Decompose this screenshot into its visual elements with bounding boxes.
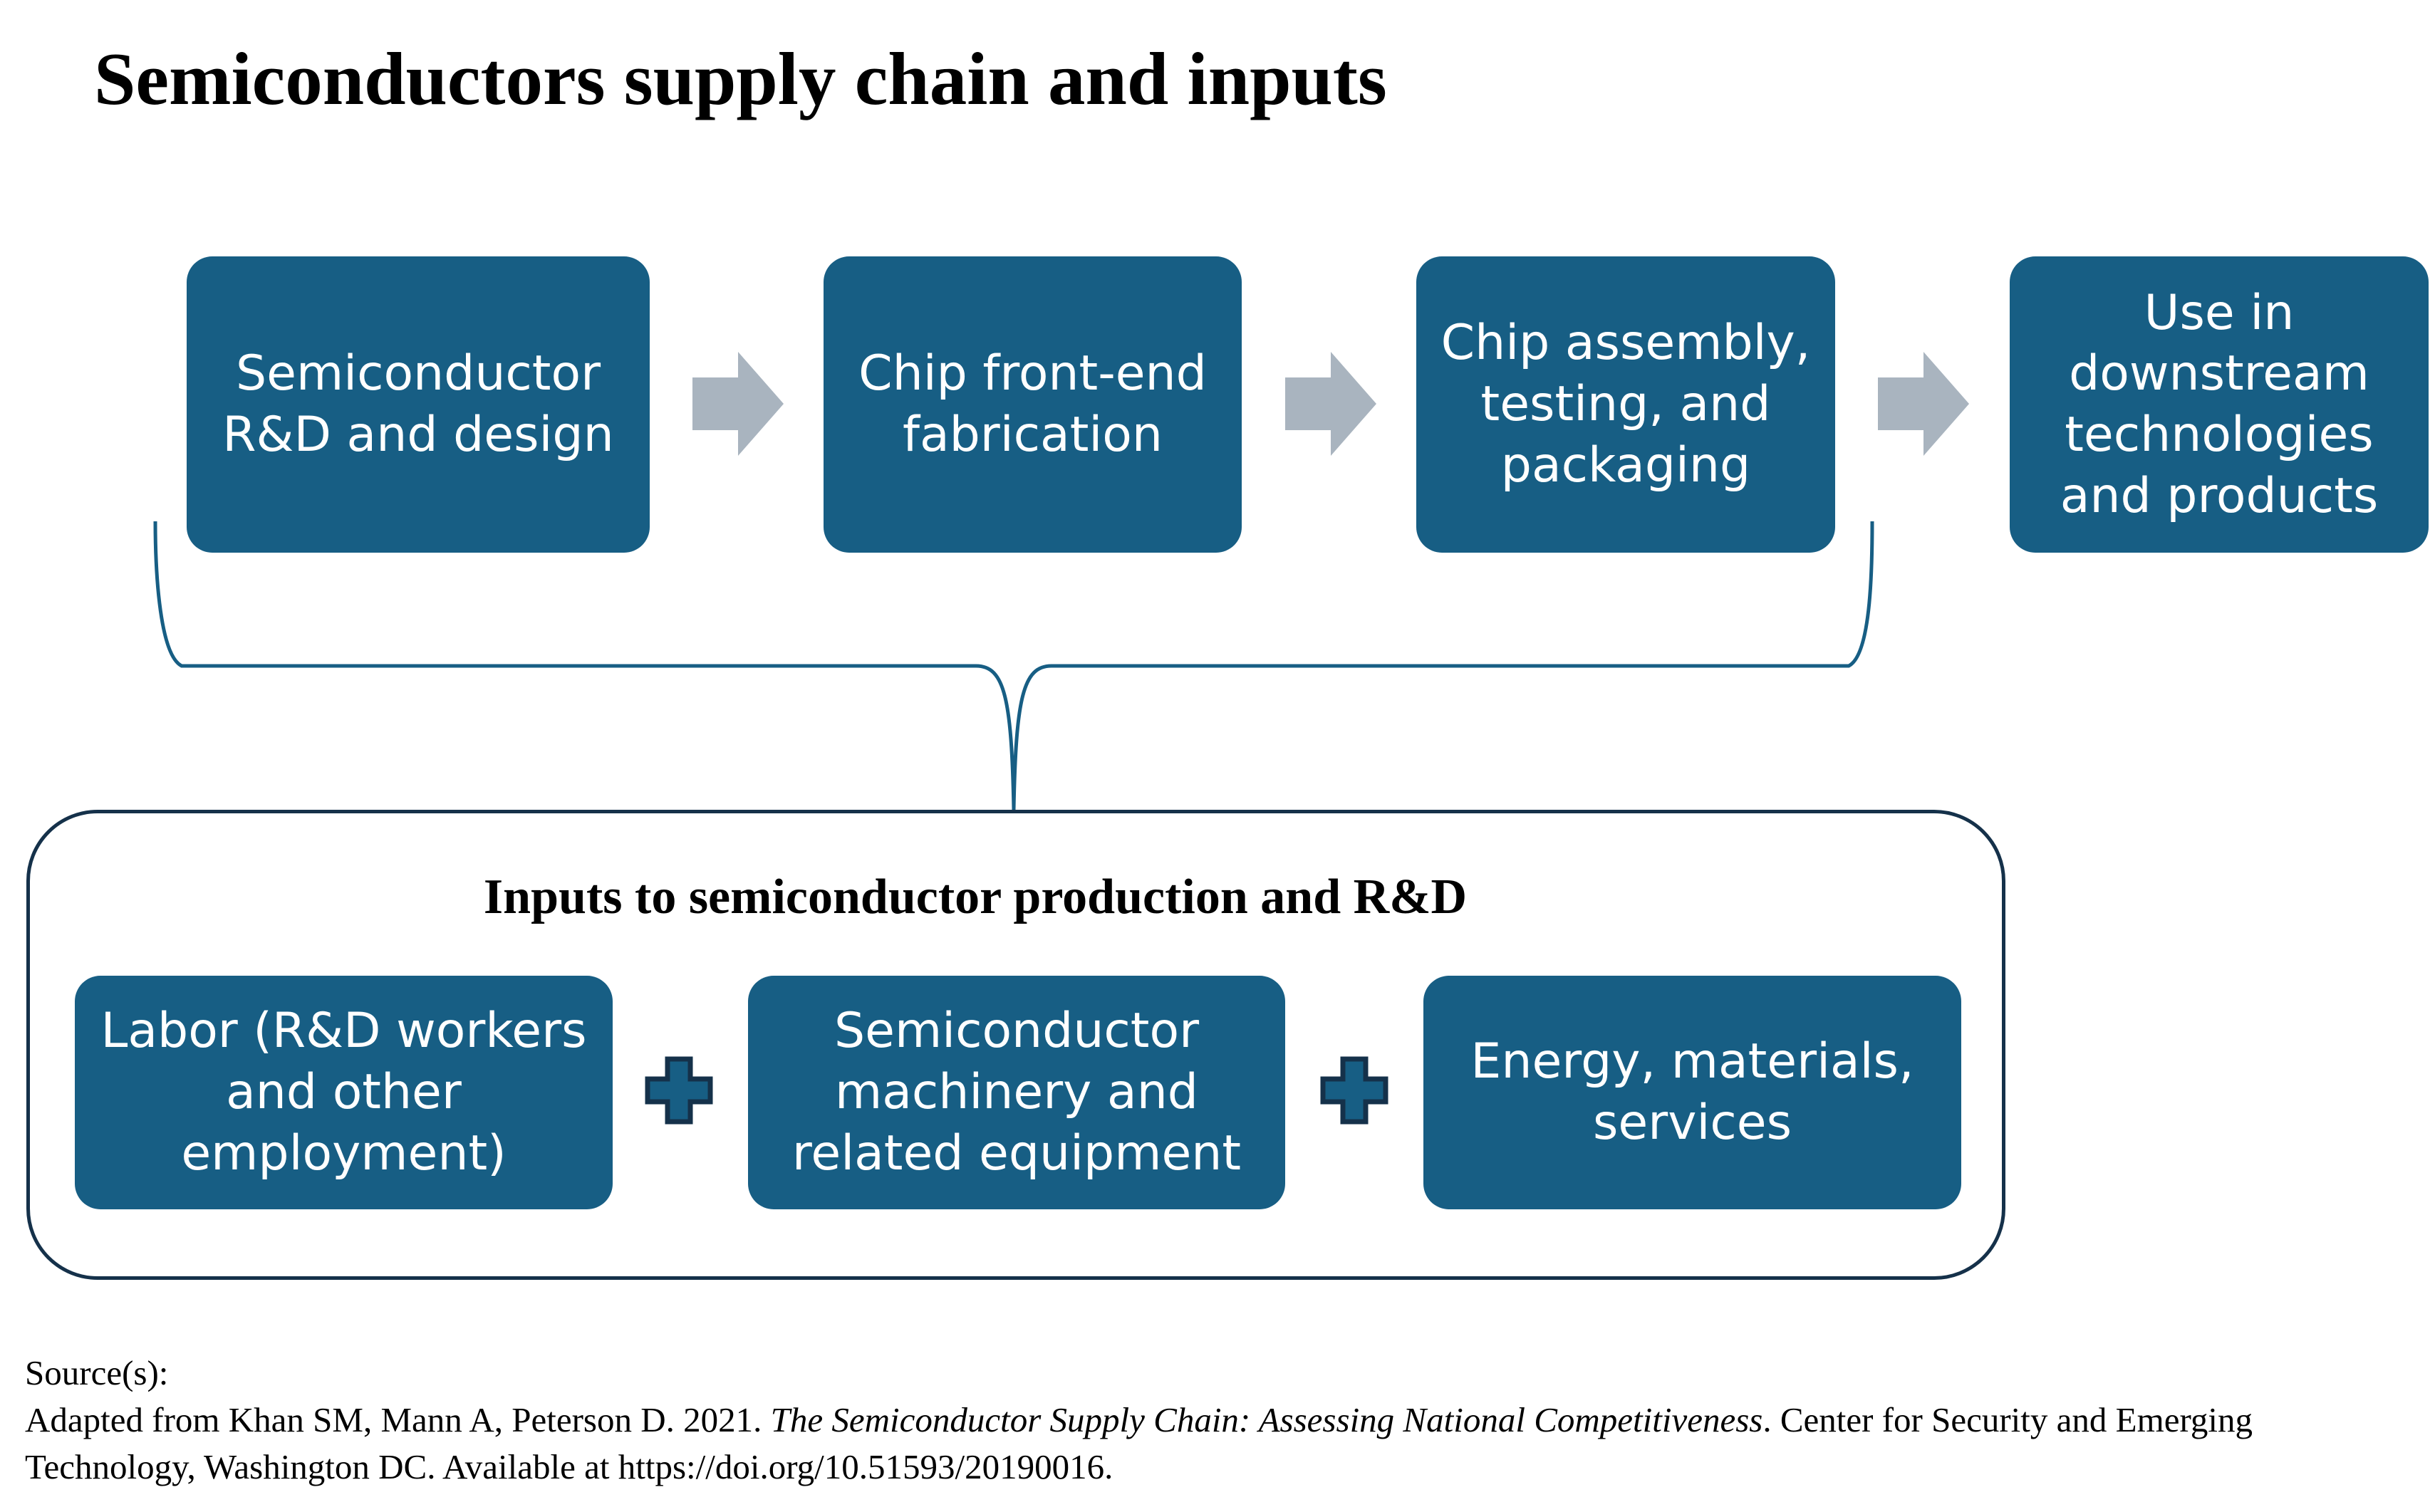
input-labor-label: Labor (R&D workers and other employment) [100, 1003, 587, 1182]
source-citation-suffix: . Center for Security and Emerging Techn… [25, 1400, 2253, 1486]
source-label: Source(s): [25, 1353, 169, 1392]
right-arrow-icon [692, 352, 784, 456]
input-labor: Labor (R&D workers and other employment) [75, 976, 613, 1209]
source-work-title: The Semiconductor Supply Chain: Assessin… [770, 1400, 1763, 1439]
right-arrow-icon [1285, 352, 1376, 456]
step-assembly-testing-packaging: Chip assembly, testing, and packaging [1416, 256, 1835, 553]
step-rd-design-label: Semiconductor R&D and design [222, 345, 614, 463]
step-front-end-fabrication: Chip front-end fabrication [824, 256, 1242, 553]
right-arrow-icon [1878, 352, 1969, 456]
step-front-end-fabrication-label: Chip front-end fabrication [858, 345, 1207, 463]
step-assembly-testing-packaging-label: Chip assembly, testing, and packaging [1440, 315, 1811, 494]
curly-bracket-connector [153, 521, 1874, 810]
input-machinery-label: Semiconductor machinery and related equi… [791, 1003, 1242, 1182]
source-citation-prefix: Adapted from Khan SM, Mann A, Peterson D… [25, 1400, 771, 1439]
plus-icon [1320, 1056, 1388, 1125]
input-energy-materials-services-label: Energy, materials, services [1470, 1033, 1914, 1151]
step-rd-design: Semiconductor R&D and design [187, 256, 650, 553]
inputs-heading: Inputs to semiconductor production and R… [483, 870, 1468, 924]
plus-icon [645, 1056, 713, 1125]
step-downstream-use-label: Use in downstream technologies and produ… [2060, 284, 2379, 524]
input-energy-materials-services: Energy, materials, services [1423, 976, 1961, 1209]
source-note: Source(s): Adapted from Khan SM, Mann A,… [25, 1350, 2404, 1491]
source-citation: Adapted from Khan SM, Mann A, Peterson D… [25, 1397, 2404, 1491]
page-title: Semiconductors supply chain and inputs [94, 37, 1387, 120]
inputs-container [26, 810, 2005, 1280]
step-downstream-use: Use in downstream technologies and produ… [2010, 256, 2429, 553]
input-machinery: Semiconductor machinery and related equi… [748, 976, 1285, 1209]
